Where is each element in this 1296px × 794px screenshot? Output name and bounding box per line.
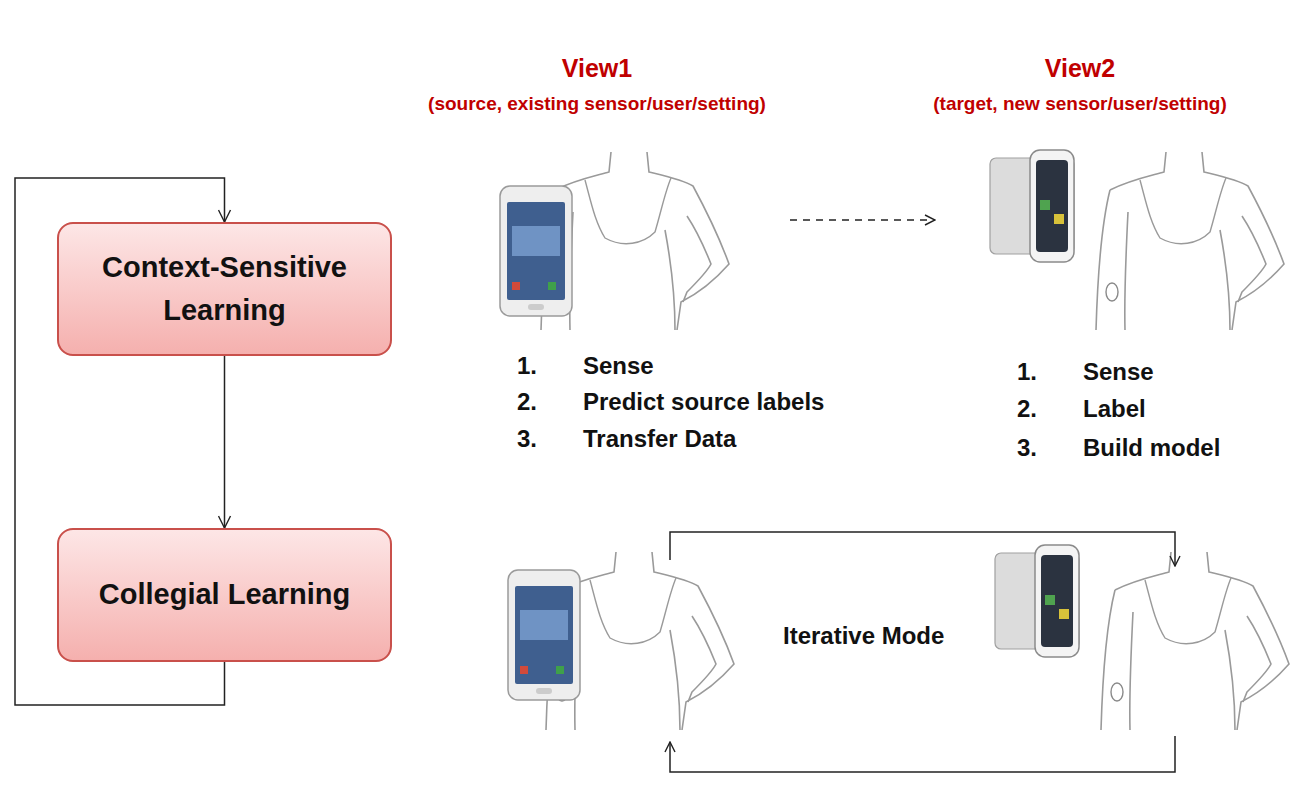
smartphone — [500, 186, 572, 316]
smartphone — [508, 570, 580, 700]
step-number: 3. — [1017, 434, 1037, 462]
box-label: Collegial Learning — [99, 573, 350, 617]
process-box: Collegial Learning — [57, 528, 392, 662]
step-text: Label — [1083, 395, 1146, 423]
step-number: 2. — [1017, 395, 1037, 423]
mode-label: Iterative Mode — [783, 622, 944, 650]
process-box: Context-Sensitive Learning — [57, 222, 392, 356]
step-number: 1. — [1017, 358, 1037, 386]
step-number: 1. — [517, 352, 537, 380]
person-figure — [1101, 552, 1289, 730]
step-text: Sense — [1083, 358, 1154, 386]
smartwatch — [990, 150, 1074, 262]
transfer-arrow — [790, 219, 935, 221]
smartwatch — [995, 545, 1079, 657]
step-text: Sense — [583, 352, 654, 380]
iteration-arrow — [670, 532, 1175, 566]
view-subtitle: (source, existing sensor/user/setting) — [428, 93, 766, 115]
iteration-arrow — [670, 736, 1175, 772]
step-text: Transfer Data — [583, 425, 736, 453]
step-number: 3. — [517, 425, 537, 453]
view-title: View2 — [1045, 54, 1115, 83]
view-subtitle: (target, new sensor/user/setting) — [933, 93, 1227, 115]
step-number: 2. — [517, 388, 537, 416]
step-text: Predict source labels — [583, 388, 824, 416]
step-text: Build model — [1083, 434, 1220, 462]
box-label: Context-Sensitive Learning — [73, 246, 376, 333]
flow-arrow — [224, 356, 226, 528]
person-figure — [1096, 152, 1284, 330]
view-title: View1 — [562, 54, 632, 83]
